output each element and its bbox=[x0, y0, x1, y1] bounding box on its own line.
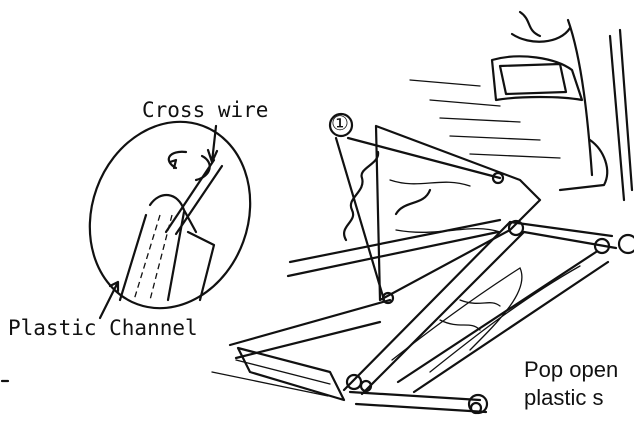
pop-open-label: Pop open bbox=[524, 357, 619, 382]
callout-leader-left bbox=[334, 136, 386, 302]
cross-wire-label: Cross wire bbox=[142, 98, 269, 122]
callout-circle-icon bbox=[328, 112, 354, 138]
callout-leader-right bbox=[346, 136, 502, 180]
rotation-arrow-icon bbox=[167, 150, 211, 182]
cross-wire-leader bbox=[206, 124, 219, 164]
seat-back-drawing bbox=[409, 10, 634, 202]
callout-number: ① bbox=[331, 111, 349, 135]
plastic-channel-label: Plastic Channel bbox=[8, 316, 198, 340]
detail-inset-ellipse bbox=[88, 120, 252, 310]
plastic-label: plastic s bbox=[524, 385, 604, 410]
plastic-channel-leader bbox=[98, 280, 120, 320]
detail-channel-drawing bbox=[118, 158, 224, 302]
seat-frame-drawing bbox=[211, 124, 634, 415]
